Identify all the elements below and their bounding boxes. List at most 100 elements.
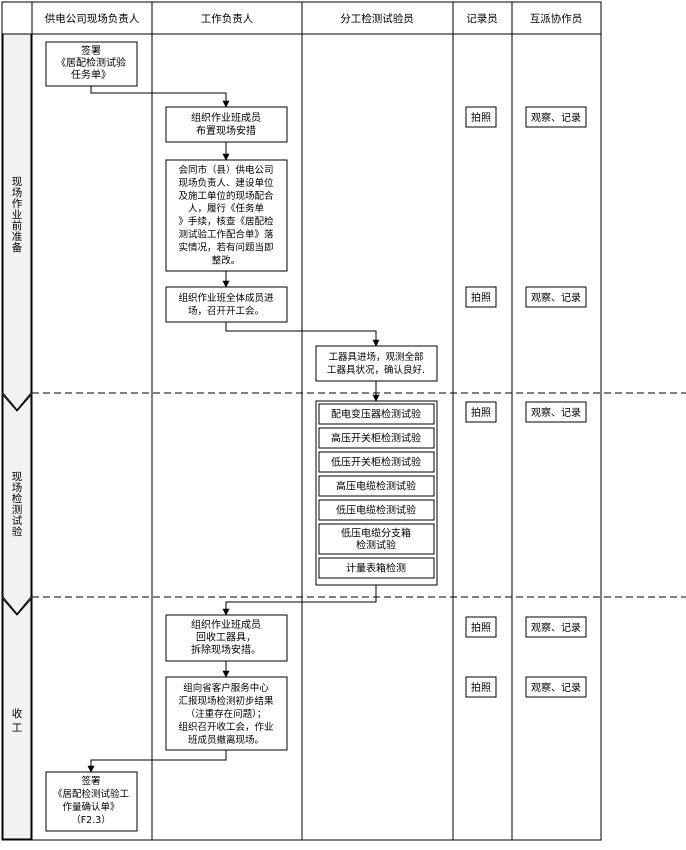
phase-close-chevron bbox=[2, 597, 32, 840]
phase-label-char: 现 bbox=[12, 471, 23, 483]
phase-label-char: 备 bbox=[12, 241, 23, 254]
text-line: （注重存在问题）； bbox=[186, 708, 267, 720]
text-line: 班成员撤离现场。 bbox=[188, 734, 264, 746]
header-col-4: 互派协作员 bbox=[530, 12, 583, 25]
text-line: 任务单》 bbox=[71, 68, 111, 81]
text-line: 组织作业班全体成员进 bbox=[178, 292, 274, 304]
phase-prep-chevron bbox=[2, 33, 32, 411]
text-line: 布置现场安措 bbox=[196, 124, 256, 137]
photo-label-1 bbox=[465, 106, 497, 128]
observe-label-2 bbox=[525, 286, 587, 308]
box-sign-confirm bbox=[45, 771, 138, 832]
photo-label-5-text: 拍照 bbox=[471, 681, 491, 694]
photo-label-3 bbox=[465, 401, 497, 423]
test-item-box bbox=[318, 475, 435, 497]
test-item-label: 高压电缆检测试验 bbox=[336, 480, 416, 493]
header-col-0: 供电公司现场负责人 bbox=[45, 12, 140, 25]
phase-label-char: 前 bbox=[12, 219, 23, 232]
text-line: 组织作业班成员 bbox=[191, 111, 261, 124]
observe-label-4 bbox=[525, 616, 587, 638]
observe-label-3-text: 观察、记录 bbox=[531, 406, 581, 419]
photo-label-2 bbox=[465, 286, 497, 308]
phase-label-char: 场 bbox=[12, 186, 23, 199]
test-item-box bbox=[318, 557, 435, 579]
text-line: 签署 bbox=[81, 44, 101, 57]
phase-prep-label: 现场作业前准备 bbox=[12, 176, 23, 254]
test-item-label: 计量表箱检测 bbox=[346, 562, 406, 575]
text-line: 工器具进场，观测全部 bbox=[328, 351, 423, 363]
arrow-tests-to-recover bbox=[222, 585, 377, 616]
photo-label-3-text: 拍照 bbox=[471, 406, 491, 419]
phase-label-char: 业 bbox=[12, 209, 23, 221]
phase-label-char: 现 bbox=[12, 176, 23, 188]
test-item-box bbox=[318, 403, 435, 425]
text-line: 《居配检测试验 bbox=[56, 56, 126, 69]
text-line: 测试验工作配合单》落 bbox=[178, 229, 274, 241]
box-tools-enter bbox=[315, 345, 438, 382]
observe-label-1 bbox=[525, 106, 587, 128]
text-line: 现场负责人、建设单位 bbox=[178, 177, 274, 189]
text-line: 场，召开开工会。 bbox=[188, 305, 264, 317]
box-organize-safety-text: 组织作业班成员布置现场安措 bbox=[191, 111, 261, 137]
header-col-3: 记录员 bbox=[466, 13, 498, 25]
test-item-label: 高压开关柜检测试验 bbox=[331, 432, 421, 445]
phase-test-chevron bbox=[2, 393, 32, 615]
observe-label-1-text: 观察、记录 bbox=[531, 111, 581, 124]
text-line: 汇报现场检测初步结果 bbox=[178, 695, 274, 707]
text-line: 会同市（县）供电公司 bbox=[178, 164, 273, 176]
test-item-label: 低压电缆分支箱检测试验 bbox=[341, 527, 411, 552]
phase-test-label: 现场检测试验 bbox=[12, 471, 23, 538]
text-line: 回收工器具， bbox=[196, 631, 256, 644]
photo-label-1-text: 拍照 bbox=[471, 111, 491, 124]
text-line: 人，履行《任务单 bbox=[188, 203, 265, 215]
phase-label-char: 准 bbox=[12, 231, 23, 243]
test-item-label: 配电变压器检测试验 bbox=[331, 408, 421, 421]
observe-label-4-text: 观察、记录 bbox=[531, 621, 581, 634]
text-line: 《居配检测试验工 bbox=[53, 788, 130, 800]
photo-label-2-text: 拍照 bbox=[471, 291, 491, 304]
arrow-report-to-confirm bbox=[87, 750, 227, 773]
test-items: 配电变压器检测试验高压开关柜检测试验低压开关柜检测试验高压电缆检测试验低压电缆检… bbox=[318, 403, 435, 579]
text-line: 》手续，核查《居配检 bbox=[178, 216, 274, 228]
observe-label-3 bbox=[525, 401, 587, 423]
header-col-2: 分工检测试验员 bbox=[340, 12, 414, 25]
test-item-label: 低压开关柜检测试验 bbox=[331, 456, 421, 469]
text-line: 及施工单位的现场配合 bbox=[178, 190, 274, 202]
text-line: 组向省客户服务中心 bbox=[183, 682, 269, 694]
test-item-box bbox=[318, 523, 435, 555]
text-line: 整改。 bbox=[212, 254, 241, 266]
observe-label-2-text: 观察、记录 bbox=[531, 291, 581, 304]
photo-label-4-text: 拍照 bbox=[471, 621, 491, 634]
box-tools-enter-text: 工器具进场，观测全部工器具状况，确认良好. bbox=[327, 351, 425, 376]
text-line: 实情况，若有问题当即 bbox=[178, 241, 273, 253]
box-coordinate bbox=[165, 159, 288, 272]
test-item-box bbox=[318, 427, 435, 449]
test-item-box bbox=[318, 451, 435, 473]
observe-label-5 bbox=[525, 676, 587, 698]
text-line: 工器具状况，确认良好. bbox=[327, 364, 425, 376]
text-line: 拆除现场安措。 bbox=[191, 643, 261, 656]
test-item-box bbox=[318, 499, 435, 521]
text-line: 组织作业班成员 bbox=[191, 618, 261, 631]
phase-label-char: 收 bbox=[12, 707, 23, 720]
phase-label-char: 测 bbox=[12, 503, 23, 516]
box-report-text: 组向省客户服务中心汇报现场检测初步结果（注重存在问题）；组织召开收工会，作业班成… bbox=[178, 682, 274, 746]
phase-label-char: 场 bbox=[12, 481, 23, 494]
arrow-kickoff-to-tools bbox=[225, 322, 380, 347]
box-report bbox=[165, 676, 288, 751]
box-sign-task-text: 签署《居配检测试验任务单》 bbox=[56, 44, 126, 81]
phase-label-char: 验 bbox=[12, 525, 23, 538]
phase-label-char: 作 bbox=[12, 198, 23, 210]
arrow-sign-to-organize bbox=[90, 86, 230, 108]
phase-label-char: 检 bbox=[12, 492, 23, 505]
text-line: 作量确认单》 bbox=[62, 801, 119, 813]
box-recover-text: 组织作业班成员回收工器具，拆除现场安措。 bbox=[191, 618, 261, 656]
phase-label-char: 工 bbox=[12, 722, 23, 734]
text-line: 签署 bbox=[81, 775, 100, 787]
test-item-label: 低压电缆检测试验 bbox=[336, 504, 416, 517]
photo-label-4 bbox=[465, 616, 497, 638]
text-line: 组织召开收工会，作业 bbox=[178, 721, 273, 733]
box-sign-confirm-text: 签署《居配检测试验工作量确认单》（F2.3） bbox=[53, 775, 130, 826]
